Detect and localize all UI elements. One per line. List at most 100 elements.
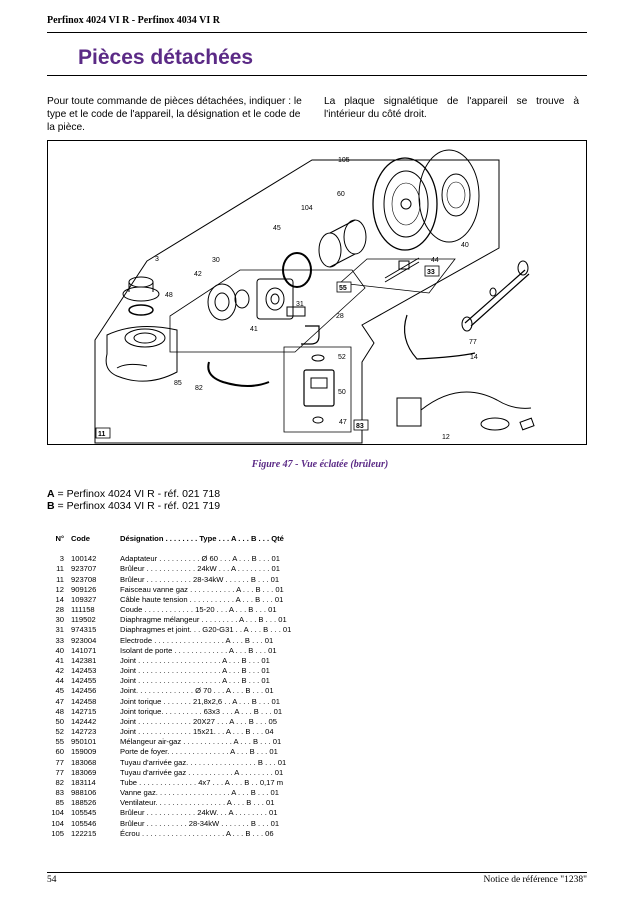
cell-num: 12 [55,584,64,594]
part-adapter [122,276,160,316]
header-title: Perfinox 4024 VI R - Perfinox 4034 VI R [47,15,220,26]
cell-num: 77 [55,767,64,777]
panel-background [94,159,500,444]
title-divider [47,75,587,76]
part-label: 47 [339,419,347,426]
cell-code: 142458 [71,696,97,706]
cell-num: 45 [55,686,64,696]
part-label: 44 [431,257,439,264]
cell-code: 159009 [71,747,97,757]
part-o-ring-45 [282,252,312,288]
part-label: 60 [337,191,345,198]
intro-left: Pour toute commande de pièces détachées,… [47,96,302,133]
part-label: 3 [155,256,159,263]
cell-desc: Faisceau vanne gaz . . . . . . . . . . .… [120,584,284,594]
part-label: 45 [273,225,281,232]
part-label: 41 [250,326,258,333]
cell-desc: Diaphragmes et joint. . . G20-G31 . . A … [120,625,292,635]
cell-code: 105546 [71,818,97,828]
cell-num: 50 [55,716,64,726]
cell-desc: Adaptateur . . . . . . . . . . Ø 60 . . … [120,554,280,564]
exploded-view-drawing: 1056010445303424855312841443340775214858… [47,140,587,445]
cell-code: 111158 [71,605,95,615]
part-label: 40 [461,242,469,249]
cell-num: 47 [55,696,64,706]
cell-desc: Écrou . . . . . . . . . . . . . . . . . … [120,828,274,838]
intro-right: La plaque signalétique de l'appareil se … [324,96,579,120]
cell-code: 122215 [71,828,97,838]
cell-desc: Mélangeur air-gaz . . . . . . . . . . . … [120,737,282,747]
cell-num: 30 [55,615,64,625]
cell-code: 142381 [71,655,97,665]
cell-code: 142723 [71,727,97,737]
part-label: 11 [98,431,106,438]
table-row: 104 105545 Brûleur . . . . . . . . . . . .… [47,808,377,818]
cell-desc: Ventilateur. . . . . . . . . . . . . . .… [120,798,275,808]
cell-num: 83 [55,788,64,798]
cell-desc: Joint . . . . . . . . . . . . . . . . . … [120,676,270,686]
cell-code: 909126 [71,584,97,594]
parts-table: N° Code Désignation . . . . . . . . Type… [47,534,377,839]
label-box [353,419,369,431]
cell-code: 923004 [71,635,97,645]
cell-code: 188526 [71,798,97,808]
cell-code: 950101 [71,737,97,747]
part-gas-valve [303,354,335,424]
cell-desc: Electrode . . . . . . . . . . . . . . . … [120,635,274,645]
model-a: A = Perfinox 4024 VI R - réf. 021 718 [47,488,220,500]
model-b-letter: B [47,500,55,512]
cell-num: 60 [55,747,64,757]
cell-num: 11 [56,564,64,574]
model-a-text: = Perfinox 4024 VI R - réf. 021 718 [57,488,221,500]
part-label: 83 [356,423,364,430]
cell-num: 104 [51,808,64,818]
cell-desc: Câble haute tension . . . . . . . . . . … [120,594,284,604]
cell-code: 141071 [71,645,97,655]
col-header-num: N° [55,534,64,543]
part-label: 55 [339,285,347,292]
part-gas-pipe [461,260,530,332]
part-elbow [301,325,320,345]
cell-desc: Brûleur . . . . . . . . . . . . 24kW. . … [120,808,278,818]
part-air-gas-mixer [207,278,306,321]
cell-num: 104 [51,818,64,828]
label-box [95,427,111,439]
model-b-text: = Perfinox 4034 VI R - réf. 021 719 [57,500,221,512]
part-electrode [384,257,420,283]
cell-code: 119502 [71,615,96,625]
part-burner-tube [318,219,367,268]
cell-desc: Vanne gaz. . . . . . . . . . . . . . . .… [120,788,279,798]
page-number: 54 [47,875,57,885]
part-cover-plate [418,149,480,243]
cell-desc: Porte de foyer. . . . . . . . . . . . . … [120,747,278,757]
label-box [336,281,352,293]
part-label: 14 [470,354,478,361]
cell-code: 142456 [71,686,97,696]
cell-num: 3 [59,554,64,564]
cell-num: 41 [55,655,64,665]
cell-num: 82 [55,777,64,787]
cell-code: 974315 [71,625,97,635]
cell-desc: Tuyau d'arrivée gaz . . . . . . . . . . … [120,767,284,777]
panel-electrode [339,258,456,294]
part-label: 42 [194,271,202,278]
part-label: 82 [195,385,203,392]
cell-desc: Isolant de porte . . . . . . . . . . . .… [120,645,277,655]
col-header-code: Code [71,534,90,543]
panel-mixer [169,269,366,353]
reference-note: Notice de référence "1238" [483,875,588,885]
cell-code: 105545 [71,808,97,818]
cell-desc: Joint . . . . . . . . . . . . . 20X27 . … [120,716,278,726]
table-row: 60 159009 Porte de foyer. . . . . . . . . … [47,747,377,757]
cell-num: 77 [55,757,64,767]
